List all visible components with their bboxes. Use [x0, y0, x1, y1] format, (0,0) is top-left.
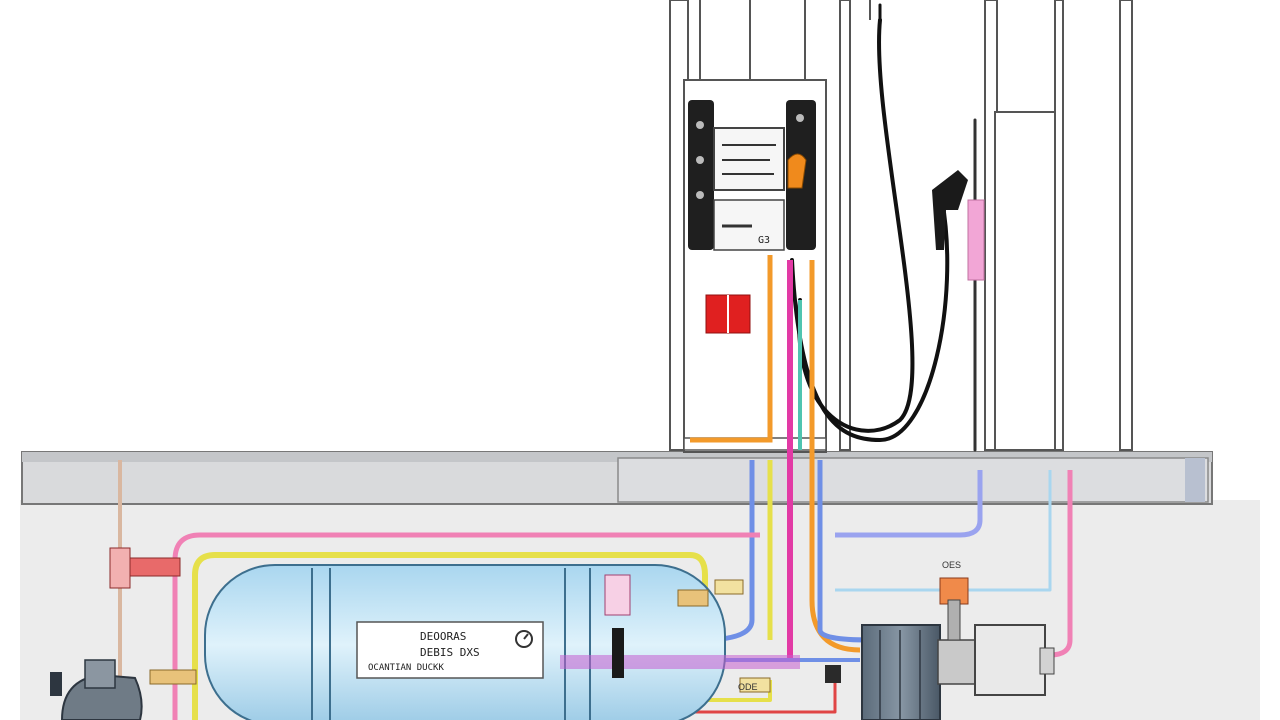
tank-label-line3: OCANTIAN DUCKK: [368, 663, 444, 673]
valve-label: OES: [942, 560, 961, 570]
fuel-dispenser: G3: [683, 79, 827, 453]
junction-label: ODE: [738, 682, 758, 692]
svg-text:G3: G3: [758, 235, 770, 246]
nozzle-black: [932, 170, 968, 250]
pump-assembly: [861, 599, 1055, 720]
ground-slab: [21, 451, 1213, 505]
valves: OES ODE: [109, 547, 969, 693]
tank-label-plate: [356, 621, 544, 679]
nozzle-orange: [787, 153, 807, 189]
tank-label-line1: DEOORAS: [420, 630, 466, 643]
tank-label-line2: DEBIS DXS: [420, 646, 480, 659]
left-motor: [50, 659, 143, 720]
storage-tank: DEOORAS DEBIS DXS OCANTIAN DUCKK: [204, 564, 800, 720]
